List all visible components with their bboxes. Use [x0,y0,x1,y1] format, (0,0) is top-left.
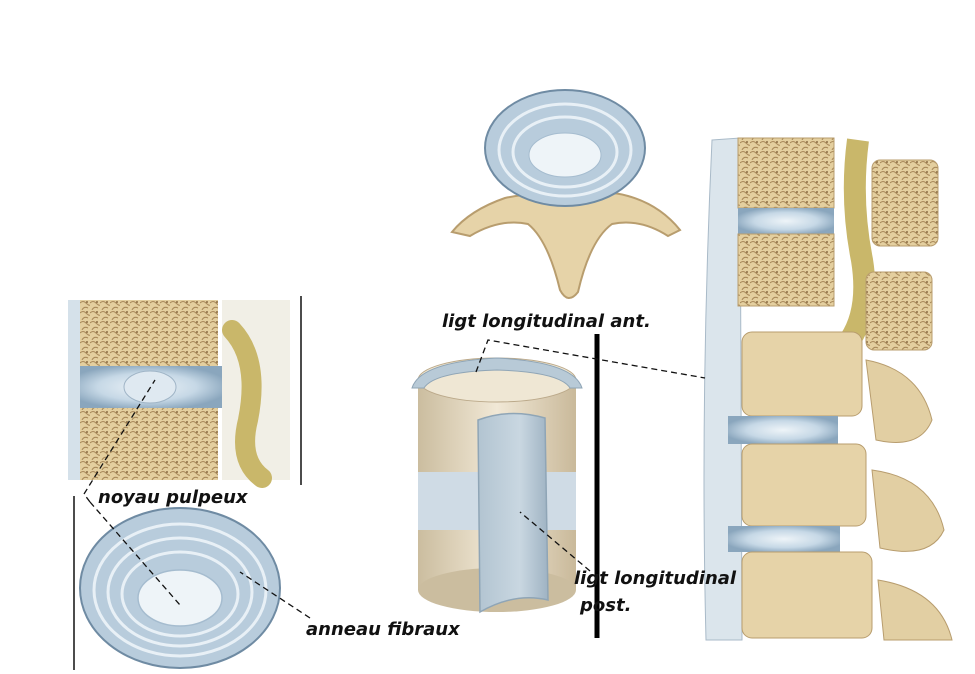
spinous-processes [865,359,953,641]
spinal-cord-tendon [840,138,876,347]
ligament-schematic-cylinder [411,334,600,638]
leader-anneau [239,571,311,619]
lower-vertebral-body [78,408,218,480]
disc-top-ring [511,115,619,189]
leader-noyau [83,379,156,503]
nerve-root-tendon [222,320,272,488]
anterior-ligament-band [703,137,743,641]
upper-vertebral-body [78,300,218,368]
vertebra-5 [741,551,873,639]
posterior-arch [450,191,682,299]
nucleus-pulposus [137,569,223,627]
annulus-ring [92,522,268,658]
disc-top-nucleus [528,132,602,178]
disc-4 [728,526,840,552]
disc-1 [738,208,834,234]
label-ligt-longitudinal-post-line1: ligt longitudinal [574,568,737,589]
annulus-ring [120,550,240,638]
posterior-element-upper [871,159,939,247]
leader-lines [83,339,706,619]
vertebra-4 [741,443,867,527]
vertebra-3 [741,331,863,417]
vertebral-body-1 [737,137,835,209]
label-ligt-longitudinal-post-line2: post. [580,595,632,616]
leader-post [519,511,591,572]
anterior-ligament-cap [411,357,583,389]
vertebra-top-view [450,89,682,299]
leader-ant [475,339,706,379]
axial-disc [73,496,281,670]
lateral-spine-view [703,137,953,641]
vertebral-body-2 [737,233,835,307]
disc-3 [728,416,838,444]
sagittal-disc-section [68,296,302,488]
label-anneau-fibraux: anneau fibraux [306,619,460,640]
disc-top-ring [497,102,633,198]
anterior-ligament-strip [68,300,80,480]
leader-noyau-axial [89,501,181,606]
annulus-ring [106,536,254,648]
label-noyau-pulpeux: noyau pulpeux [98,487,248,508]
label-ligt-longitudinal-ant: ligt longitudinal ant. [442,311,651,332]
posterior-element-mid [865,271,933,351]
posterior-ligament-strip [477,412,549,614]
